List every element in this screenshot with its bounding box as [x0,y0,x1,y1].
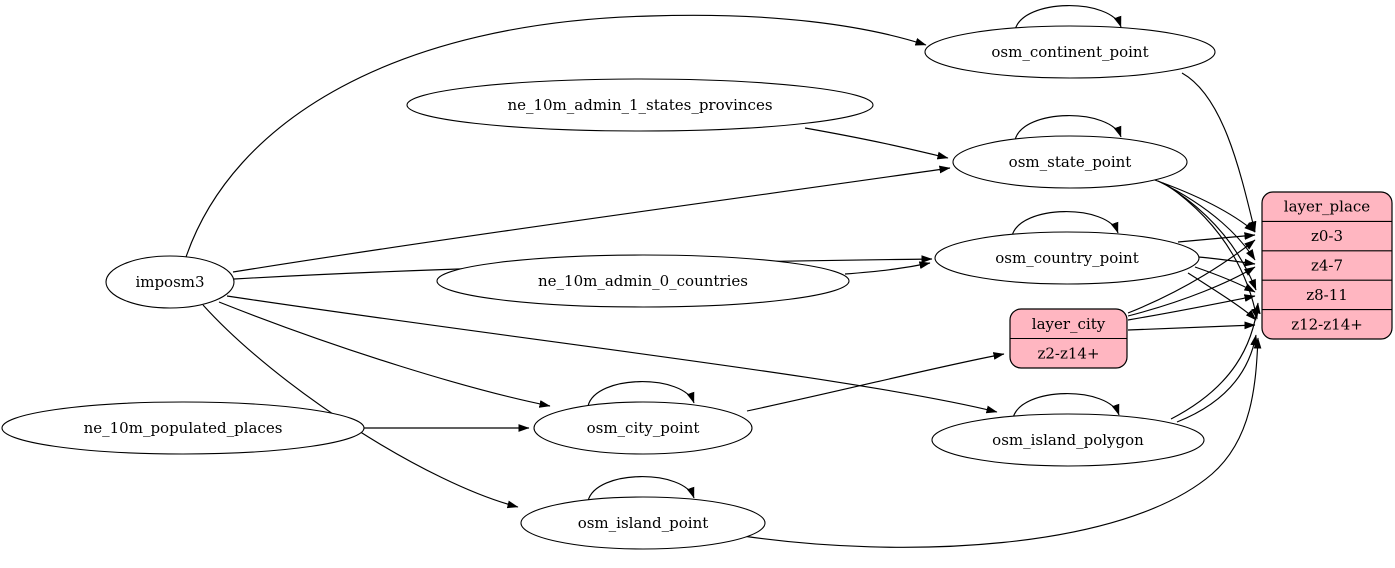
ne_10m_populated_places-ellipse [1,401,365,455]
osm_continent_point-label: osm_continent_point [991,43,1148,61]
layer_place-record-box [1261,191,1393,340]
edge-osm_city_point-to-osm_city_point [587,381,695,407]
node-osm_state_point: osm_state_point [952,135,1188,189]
edge-ne_10m_admin_1_states_provinces-to-osm_state_point [804,127,949,160]
edge-osm_city_point-to-layer_city-z2-z14- [746,352,1005,412]
node-ne_10m_admin_1_states_provinces: ne_10m_admin_1_states_provinces [406,78,874,132]
osm_island_point-ellipse [520,496,766,550]
osm_city_point-label: osm_city_point [587,419,700,437]
edge-osm_island_polygon-to-layer_place-z8-11 [1170,302,1261,420]
ne_10m_admin_1_states_provinces-label: ne_10m_admin_1_states_provinces [507,96,772,114]
edge-osm_country_point-to-layer_place-z8-11 [1194,266,1256,293]
edge-osm_continent_point-to-layer_place-z0-3 [1181,72,1257,233]
edge-osm_island_polygon-to-layer_place-z12-z14- [1176,334,1258,423]
edge-osm_country_point-to-layer_place-z0-3 [1177,232,1256,243]
edge-imposm3-to-osm_continent_point [184,14,927,261]
layer_place-row-z0-3: z0-3 [1311,227,1343,245]
osm_state_point-ellipse [952,135,1188,189]
node-layer: imposm3 ne_10m_admin_1_states_provincesne… [1,25,1393,550]
edge-imposm3-to-osm_state_point [232,165,951,273]
osm_island_polygon-label: osm_island_polygon [992,431,1144,449]
node-osm_country_point: osm_country_point [934,231,1200,285]
node-layer_city: layer_city z2-z14+ [1009,308,1128,369]
osm_country_point-label: osm_country_point [995,249,1139,267]
layer_place-title: layer_place [1284,198,1371,216]
node-ne_10m_admin_0_countries: ne_10m_admin_0_countries [436,254,850,308]
layer_city-title: layer_city [1032,315,1106,333]
osm_island_point-label: osm_island_point [578,514,709,532]
edge-osm_state_point-to-layer_place-z0-3 [1151,178,1256,233]
osm_country_point-ellipse [934,231,1200,285]
edge-osm_island_polygon-to-osm_island_polygon [1012,393,1120,419]
ne_10m_populated_places-label: ne_10m_populated_places [84,419,283,437]
edge-osm_continent_point-to-osm_continent_point [1014,5,1122,31]
node-osm_island_point: osm_island_point [520,496,766,550]
edge-osm_country_point-to-osm_country_point [1011,211,1119,237]
edge-ne_10m_admin_0_countries-to-osm_country_point [844,261,931,275]
node-osm_city_point: osm_city_point [533,401,753,455]
node-osm_island_polygon: osm_island_polygon [931,413,1205,467]
osm_city_point-ellipse [533,401,753,455]
ne_10m_admin_0_countries-ellipse [436,254,850,308]
node-layer_place: layer_place z0-3 z4-7 z8-11 z12-z14+ [1261,191,1393,340]
edge-osm_state_point-to-osm_state_point [1014,115,1122,141]
osm_state_point-label: osm_state_point [1009,153,1132,171]
node-imposm3: imposm3 [105,255,235,309]
edge-osm_island_point-to-osm_island_point [587,476,695,502]
edge-imposm3-to-osm_island_polygon [226,295,998,414]
ne_10m_admin_0_countries-label: ne_10m_admin_0_countries [538,272,748,290]
edge-osm_state_point-to-layer_place-z4-7 [1157,180,1256,261]
layer_place-row-z12-z14+: z12-z14+ [1291,315,1363,333]
osm_continent_point-ellipse [924,25,1216,79]
node-osm_continent_point: osm_continent_point [924,25,1216,79]
layer_place-row-z4-7: z4-7 [1311,257,1343,275]
layer_city-row-z2-z14+: z2-z14+ [1037,344,1099,362]
edge-layer_city-to-layer_place-z0-3 [1127,239,1256,314]
edge-imposm3-to-osm_city_point [218,301,551,408]
layer_place-row-z8-11: z8-11 [1306,286,1348,304]
ne_10m_admin_1_states_provinces-ellipse [406,78,874,132]
edge-layer_city-to-layer_place-z8-11 [1127,294,1256,321]
node-ne_10m_populated_places: ne_10m_populated_places [1,401,365,455]
imposm3-label: imposm3 [135,273,204,291]
edge-layer_city-to-layer_place-z4-7 [1127,266,1256,317]
edge-osm_country_point-to-layer_place-z12-z14- [1187,272,1257,321]
edge-layer_city-to-layer_place-z12-z14- [1127,321,1256,331]
edge-osm_island_point-to-layer_place-z12-z14- [742,337,1262,548]
osm_island_polygon-ellipse [931,413,1205,467]
edge-osm_country_point-to-layer_place-z4-7 [1197,256,1256,267]
imposm3-ellipse [105,255,235,309]
